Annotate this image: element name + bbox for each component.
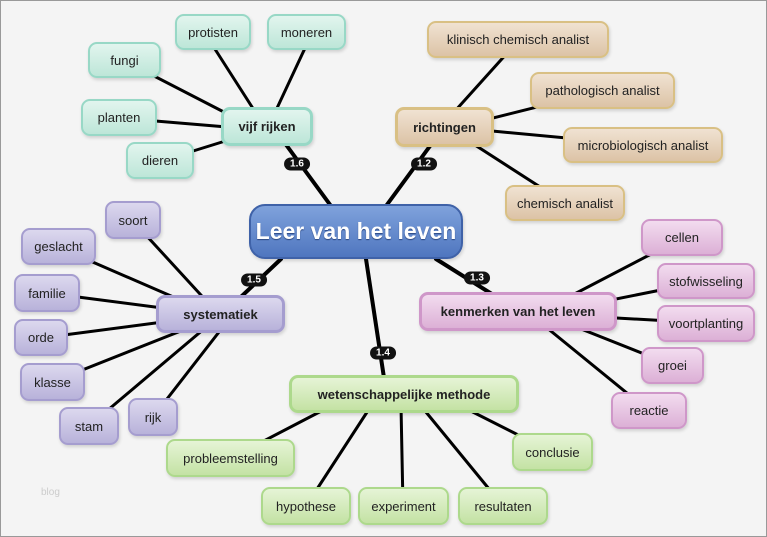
node-pathologisch-analist[interactable]: pathologisch analist	[530, 72, 675, 109]
node-microbiologisch-analist[interactable]: microbiologisch analist	[563, 127, 723, 163]
node-geslacht[interactable]: geslacht	[21, 228, 96, 265]
node-groei[interactable]: groei	[641, 347, 704, 384]
topic-kenmerken-van-het-leven[interactable]: kenmerken van het leven	[419, 292, 617, 331]
node-protisten[interactable]: protisten	[175, 14, 251, 50]
watermark: blog	[41, 487, 60, 498]
node-stam[interactable]: stam	[59, 407, 119, 445]
node-voortplanting[interactable]: voortplanting	[657, 305, 755, 342]
node-conclusie[interactable]: conclusie	[512, 433, 593, 471]
node-klasse[interactable]: klasse	[20, 363, 85, 401]
badge-1-2: 1.2	[411, 157, 437, 171]
topic-richtingen[interactable]: richtingen	[395, 107, 494, 147]
node-fungi[interactable]: fungi	[88, 42, 161, 78]
central-topic[interactable]: Leer van het leven	[249, 204, 463, 259]
node-familie[interactable]: familie	[14, 274, 80, 312]
badge-1-6: 1.6	[284, 157, 310, 171]
node-chemisch-analist[interactable]: chemisch analist	[505, 185, 625, 221]
node-orde[interactable]: orde	[14, 319, 68, 356]
node-moneren[interactable]: moneren	[267, 14, 346, 50]
topic-vijf-rijken[interactable]: vijf rijken	[221, 107, 313, 146]
node-planten[interactable]: planten	[81, 99, 157, 136]
node-probleemstelling[interactable]: probleemstelling	[166, 439, 295, 477]
topic-wetenschappelijke-methode[interactable]: wetenschappelijke methode	[289, 375, 519, 413]
node-klinisch-chemisch-analist[interactable]: klinisch chemisch analist	[427, 21, 609, 58]
node-rijk[interactable]: rijk	[128, 398, 178, 436]
node-hypothese[interactable]: hypothese	[261, 487, 351, 525]
node-resultaten[interactable]: resultaten	[458, 487, 548, 525]
node-reactie[interactable]: reactie	[611, 392, 687, 429]
node-dieren[interactable]: dieren	[126, 142, 194, 179]
node-stofwisseling[interactable]: stofwisseling	[657, 263, 755, 299]
badge-1-4: 1.4	[370, 346, 396, 360]
topic-systematiek[interactable]: systematiek	[156, 295, 285, 333]
badge-1-3: 1.3	[464, 271, 490, 285]
node-soort[interactable]: soort	[105, 201, 161, 239]
node-experiment[interactable]: experiment	[358, 487, 449, 525]
node-cellen[interactable]: cellen	[641, 219, 723, 256]
badge-1-5: 1.5	[241, 273, 267, 287]
